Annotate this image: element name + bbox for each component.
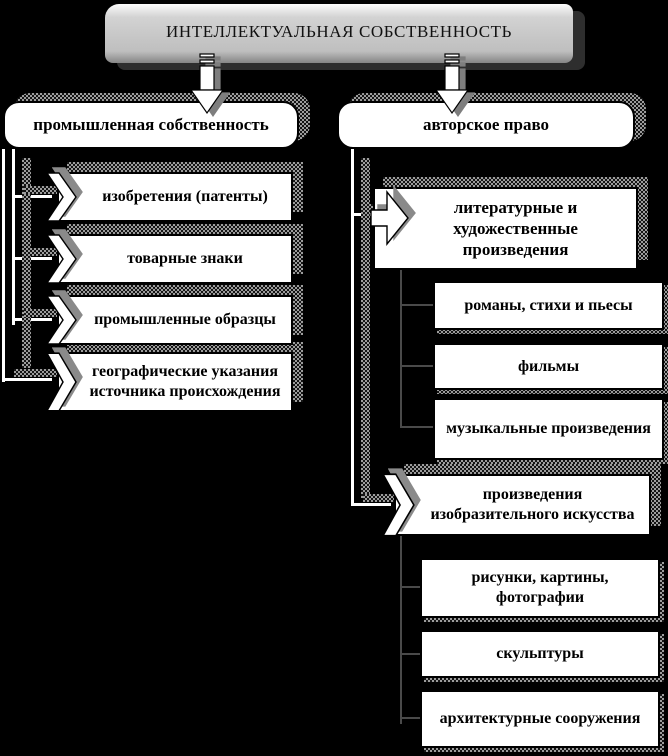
diagram-title: ИНТЕЛЛЕКТУАЛЬНАЯ СОБСТВЕННОСТЬ [166, 21, 512, 41]
subconnector-line [400, 426, 433, 428]
subconnector-line [400, 653, 420, 655]
node-inventions: изобретения (патенты) [57, 172, 293, 222]
arrow-right-icon [370, 190, 409, 246]
node-trademarks: товарные знаки [57, 234, 293, 284]
node-industrial-designs: промышленные образцы [57, 295, 293, 345]
connector-shadow [24, 248, 60, 256]
node-copyright: авторское право [337, 101, 635, 149]
node-architectural-structures: архитектурные сооружения [420, 690, 660, 748]
node-label: изобретения (патенты) [102, 188, 268, 205]
connector-shadow [14, 369, 58, 377]
node-label: архитектурные сооружения [439, 710, 641, 727]
striped-down-arrow-icon [434, 53, 470, 115]
connector-shadow [363, 494, 395, 502]
connector-line [351, 149, 354, 506]
connector-line [12, 195, 52, 198]
node-industrial-property: промышленная собственность [3, 101, 299, 149]
node-novels-poems-plays: романы, стихи и пьесы [433, 281, 664, 330]
subconnector-line [400, 304, 433, 306]
connector-shadow [24, 186, 60, 194]
subconnector-line [400, 586, 420, 588]
node-label: скульптуры [496, 645, 584, 662]
node-label: фильмы [517, 357, 580, 375]
chevron-right-icon [46, 295, 77, 345]
node-label: географические указания источника происх… [89, 363, 281, 400]
connector-shadow [24, 309, 60, 317]
node-literary-artistic-works: литературные и художественные произведен… [373, 187, 638, 270]
subconnector-line [400, 536, 402, 724]
connector-line [2, 149, 5, 382]
node-films: фильмы [433, 343, 664, 390]
node-sculptures: скульптуры [420, 630, 660, 678]
chevron-right-icon [46, 234, 77, 284]
node-label: произведения изобразительного искусства [430, 486, 635, 523]
node-label: романы, стихи и пьесы [464, 296, 633, 314]
node-musical-works: музыкальные произведения [433, 398, 664, 460]
chevron-right-icon [46, 172, 77, 222]
connector-line [351, 503, 391, 506]
connector-shadow [22, 158, 31, 368]
node-label: рисунки, картины, фотографии [471, 569, 609, 606]
chevron-right-icon [382, 473, 415, 537]
node-drawings-paintings-photos: рисунки, картины, фотографии [420, 558, 660, 618]
subconnector-line [400, 717, 420, 719]
header-box: ИНТЕЛЛЕКТУАЛЬНАЯ СОБСТВЕННОСТЬ [105, 4, 573, 63]
node-label: промышленные образцы [94, 311, 276, 328]
node-label: промышленная собственность [33, 115, 269, 135]
striped-down-arrow-icon [189, 53, 225, 115]
node-fine-art-works: произведения изобразительного искусства [394, 474, 651, 536]
node-geographical-indications: географические указания источника происх… [57, 352, 293, 412]
subconnector-line [400, 270, 402, 428]
subconnector-line [400, 365, 433, 367]
connector-line [12, 257, 52, 260]
connector-shadow [361, 158, 370, 498]
connector-line [12, 149, 15, 325]
chevron-right-icon [46, 352, 77, 412]
node-label: товарные знаки [127, 250, 243, 267]
connector-line [2, 378, 52, 381]
node-label: авторское право [422, 115, 550, 135]
node-label: музыкальные произведения [446, 420, 651, 437]
connector-line [12, 318, 52, 321]
node-label: литературные и художественные произведен… [453, 197, 578, 260]
